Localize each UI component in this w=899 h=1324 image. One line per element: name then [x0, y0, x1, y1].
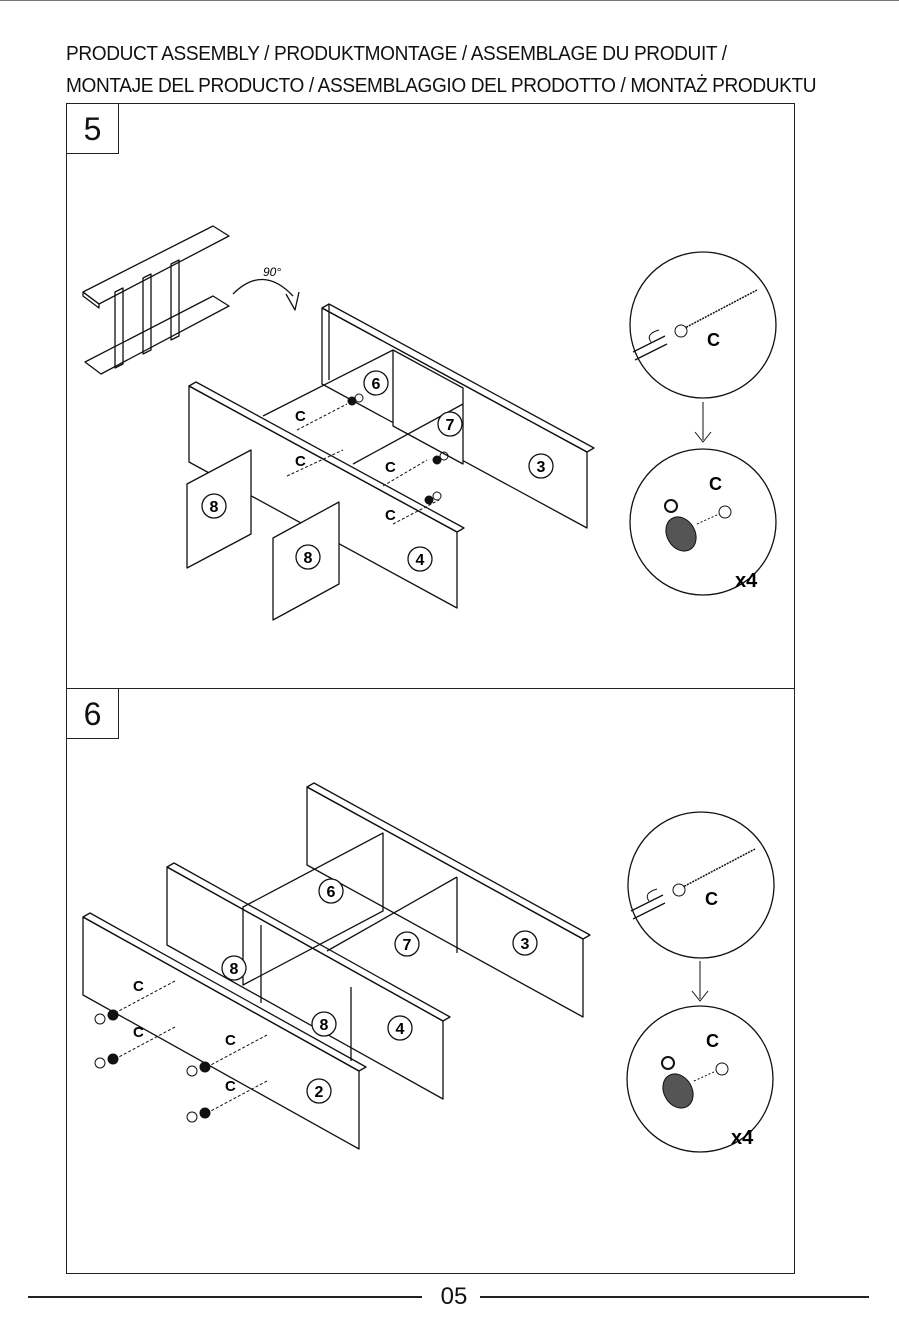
hardware-label: C — [385, 507, 396, 524]
quantity-label: x4 — [731, 1127, 754, 1149]
hardware-label: C — [225, 1032, 236, 1049]
detail-screwdriver: C — [628, 812, 774, 958]
page-number: 05 — [434, 1282, 474, 1312]
detail-label: C — [707, 330, 720, 350]
footer-rule-left — [28, 1296, 422, 1298]
quantity-label: x4 — [735, 570, 758, 592]
rotated-unit-sketch — [83, 226, 229, 374]
part-number: 2 — [315, 1084, 324, 1101]
part-number: 4 — [416, 552, 425, 569]
hardware-label: C — [133, 978, 144, 995]
part-number: 4 — [396, 1021, 405, 1038]
hardware-label: C — [225, 1078, 236, 1095]
title-line-1: PRODUCT ASSEMBLY / PRODUKTMONTAGE / ASSE… — [66, 38, 829, 70]
title-line-2: MONTAJE DEL PRODUCTO / ASSEMBLAGGIO DEL … — [66, 70, 829, 102]
part-number: 8 — [304, 550, 313, 567]
top-rule — [0, 0, 899, 1]
detail-screwdriver: C — [630, 252, 776, 398]
hardware-label: C — [295, 453, 306, 470]
part-number: 8 — [320, 1017, 329, 1034]
detail-capped: C x4 — [627, 1006, 773, 1152]
step-5-illustration: C C C C 90° 6 7 3 8 8 4 C — [67, 104, 796, 690]
step-6-illustration: C C C C 6 7 3 8 8 4 2 C — [67, 689, 796, 1275]
part-number: 3 — [537, 459, 546, 476]
part-number: 3 — [521, 936, 530, 953]
part-number: 8 — [230, 961, 239, 978]
step-5-panel: 5 — [66, 103, 795, 689]
part-number: 8 — [210, 499, 219, 516]
detail-label: C — [705, 889, 718, 909]
detail-capped: C x4 — [630, 449, 776, 595]
part-number: 7 — [446, 417, 455, 434]
part-number: 7 — [403, 937, 412, 954]
footer-rule-right — [480, 1296, 869, 1298]
part-number: 6 — [327, 884, 336, 901]
detail-label: C — [709, 474, 722, 494]
step-6-panel: 6 C C C C — [66, 688, 795, 1274]
rotation-label: 90° — [263, 265, 281, 279]
hardware-label: C — [133, 1024, 144, 1041]
part-number: 6 — [372, 376, 381, 393]
page-footer: 05 — [0, 1282, 899, 1312]
assembly-drawing — [83, 783, 590, 1149]
rotation-arrow — [233, 279, 293, 296]
page-title: PRODUCT ASSEMBLY / PRODUKTMONTAGE / ASSE… — [66, 38, 829, 102]
detail-label: C — [706, 1031, 719, 1051]
hardware-label: C — [295, 408, 306, 425]
hardware-label: C — [385, 459, 396, 476]
